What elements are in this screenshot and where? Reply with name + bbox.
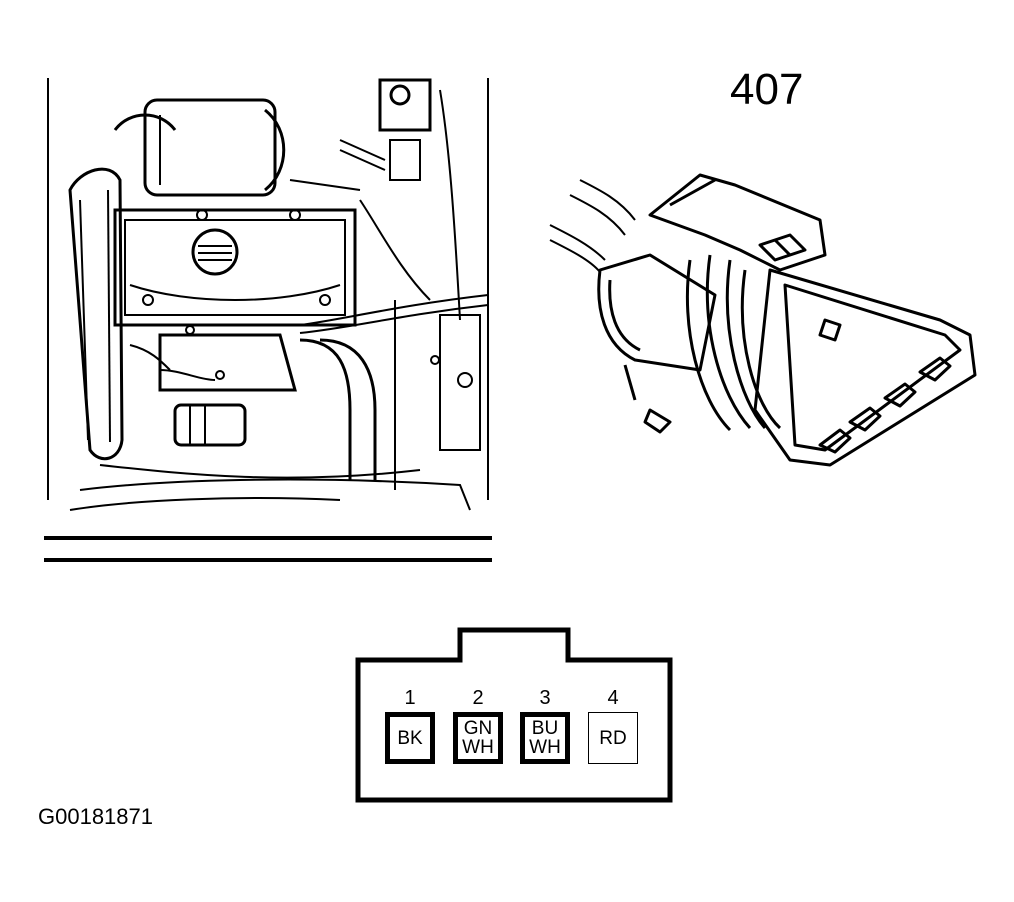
pin-2-wire-color-line2: WH bbox=[462, 737, 494, 758]
pin-1-terminal: BK bbox=[385, 712, 435, 764]
connector-pinout: 1 2 3 4 BK GN WH BU WH RD bbox=[350, 620, 680, 810]
connector-outline bbox=[355, 627, 673, 803]
pin-3-terminal: BU WH bbox=[520, 712, 570, 764]
pin-2-terminal: GN WH bbox=[453, 712, 503, 764]
pin-number-2: 2 bbox=[472, 687, 484, 709]
pin-3-wire-color-line2: WH bbox=[529, 737, 561, 758]
pin-number-1: 1 bbox=[404, 687, 416, 709]
pin-number-4: 4 bbox=[607, 687, 619, 709]
component-number: 407 bbox=[730, 65, 804, 114]
pin-3-wire-color-line1: BU bbox=[531, 718, 559, 739]
pin-4-terminal: RD bbox=[588, 712, 638, 764]
figure-code: G00181871 bbox=[38, 804, 153, 829]
engine-bay-illustration bbox=[44, 78, 492, 562]
pin-number-3: 3 bbox=[539, 687, 551, 709]
connector-illustration bbox=[549, 173, 977, 467]
pin-4-wire-color: RD bbox=[599, 727, 627, 749]
pin-1-wire-color: BK bbox=[397, 727, 423, 749]
pin-2-wire-color-line1: GN bbox=[463, 718, 493, 739]
